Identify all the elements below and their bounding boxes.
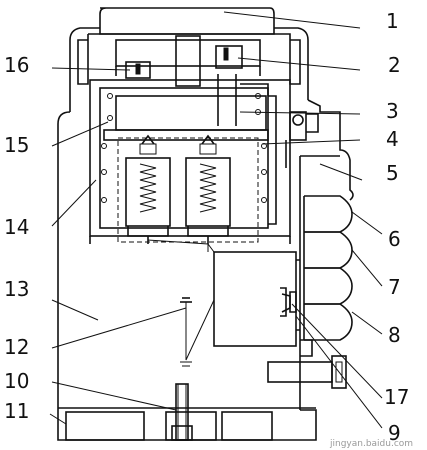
part-labels: 1 2 3 4 5 6 7 8 17 9 16 15 14 13 12 10 1… <box>4 9 409 445</box>
label-15: 15 <box>4 133 29 157</box>
label-16: 16 <box>4 53 29 77</box>
label-14: 14 <box>4 215 29 239</box>
watermark: jingyan.baidu.com <box>329 439 413 449</box>
label-13: 13 <box>4 277 29 301</box>
label-10: 10 <box>4 369 29 393</box>
label-8: 8 <box>388 323 401 347</box>
side-fuse <box>285 111 319 168</box>
label-1: 1 <box>386 9 399 33</box>
label-2: 2 <box>388 53 401 77</box>
leader-lines <box>49 11 383 429</box>
wires <box>147 239 215 253</box>
label-7: 7 <box>388 275 401 299</box>
label-3: 3 <box>386 99 399 123</box>
label-17: 17 <box>384 385 409 409</box>
armature-block <box>103 45 269 141</box>
spring-housing-dashed <box>117 137 259 243</box>
label-9: 9 <box>388 421 401 445</box>
top-cover <box>69 7 309 112</box>
control-box <box>213 251 300 347</box>
inner-frame <box>89 79 291 244</box>
top-inner-block <box>115 35 261 87</box>
bottom-base <box>65 383 273 441</box>
label-4: 4 <box>386 127 399 151</box>
bottom-right-plug <box>267 355 347 389</box>
ground-symbol <box>180 297 215 367</box>
label-5: 5 <box>386 161 399 185</box>
spring-assembly-right <box>185 134 231 244</box>
main-body-outline <box>57 99 354 441</box>
label-12: 12 <box>4 335 29 359</box>
label-11: 11 <box>4 399 29 423</box>
spring-assembly-left <box>125 134 171 244</box>
label-6: 6 <box>388 227 401 251</box>
